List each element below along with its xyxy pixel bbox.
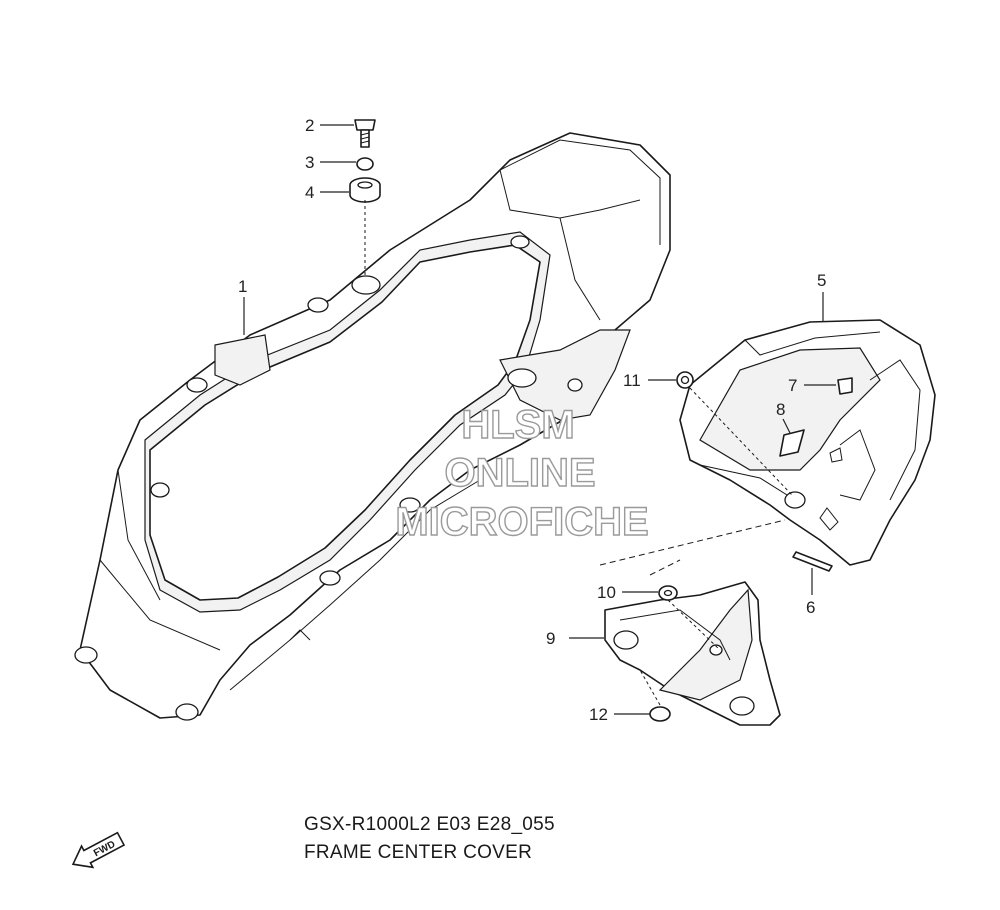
watermark-line-1: HLSM (461, 403, 574, 447)
callout-11: 11 (623, 371, 641, 390)
lower-cover-part (604, 581, 781, 726)
callout-8: 8 (776, 400, 785, 419)
callout-1: 1 (238, 277, 247, 296)
grommet-small-part (658, 585, 678, 601)
pad-part (779, 429, 805, 457)
callout-3: 3 (305, 153, 314, 172)
callout-5: 5 (817, 271, 826, 290)
screw-part (649, 706, 671, 722)
callouts: 1 2 3 4 5 6 7 8 9 10 11 12 (238, 116, 836, 724)
fwd-label: FWD (92, 839, 117, 859)
watermark-line-3: MICROFICHE (395, 500, 648, 544)
clip-part (837, 377, 853, 395)
callout-4: 4 (305, 183, 314, 202)
side-cover-part (679, 319, 936, 566)
callout-7: 7 (788, 376, 797, 395)
frame-center-cover-part (74, 132, 671, 721)
forward-arrow-icon: FWD (71, 831, 126, 869)
callout-10: 10 (597, 583, 616, 602)
strip-part (792, 551, 833, 572)
watermark: HLSM ONLINE MICROFICHE (395, 402, 650, 544)
collar-part (356, 157, 374, 171)
bolt-part (354, 119, 376, 148)
nut-part (676, 371, 694, 389)
callout-12: 12 (589, 705, 608, 724)
grommet-part (349, 177, 381, 203)
model-code: GSX-R1000L2 E03 E28_055 (304, 814, 555, 835)
callout-9: 9 (546, 629, 555, 648)
watermark-line-2: ONLINE (444, 451, 595, 495)
callout-2: 2 (305, 116, 314, 135)
callout-6: 6 (806, 598, 815, 617)
diagram-title: FRAME CENTER COVER (304, 842, 533, 863)
